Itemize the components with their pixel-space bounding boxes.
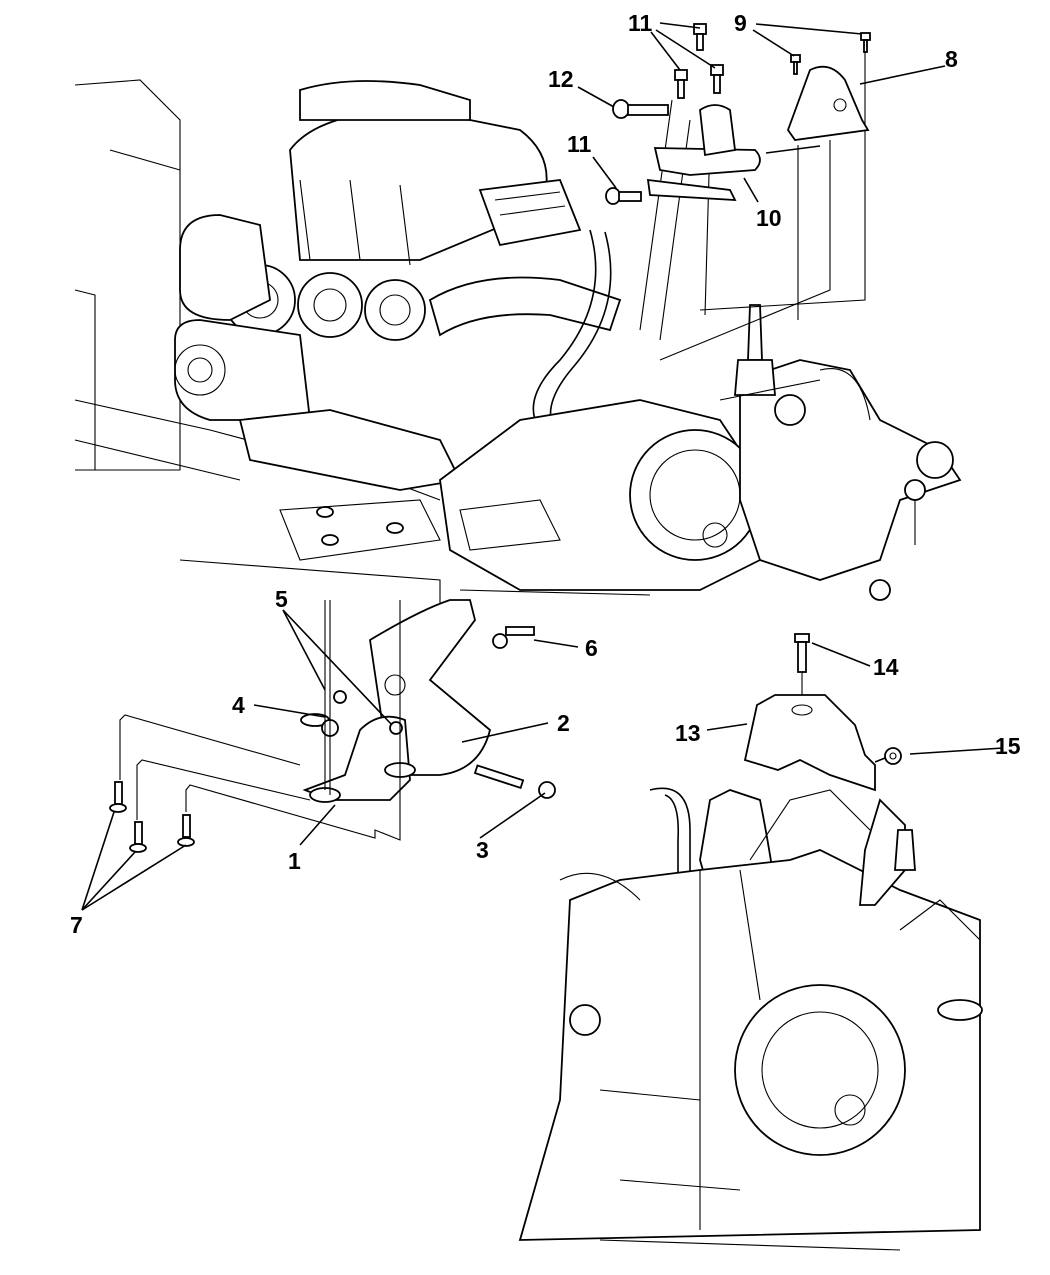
callout-9: 9 (734, 10, 747, 36)
callout-8: 8 (945, 46, 958, 72)
callout-1: 1 (288, 848, 301, 874)
callout-2: 2 (557, 710, 570, 736)
engine-assembly (74, 40, 962, 610)
callout-5: 5 (275, 586, 288, 612)
lower-mount-parts (109, 599, 556, 853)
callout-15: 15 (995, 733, 1021, 759)
callout-11-top: 11 (628, 10, 653, 36)
callout-6: 6 (585, 635, 598, 661)
callout-14: 14 (873, 654, 899, 680)
callout-7: 7 (70, 912, 83, 938)
callout-13: 13 (675, 720, 701, 746)
callout-10: 10 (756, 205, 782, 231)
callout-4: 4 (232, 692, 245, 718)
callout-11-lower: 11 (567, 131, 592, 157)
inset-detail (518, 633, 983, 1251)
upper-mount-parts (605, 23, 871, 205)
leader-lines (81, 22, 1004, 911)
callout-12: 12 (548, 66, 574, 92)
callout-3: 3 (476, 837, 489, 863)
